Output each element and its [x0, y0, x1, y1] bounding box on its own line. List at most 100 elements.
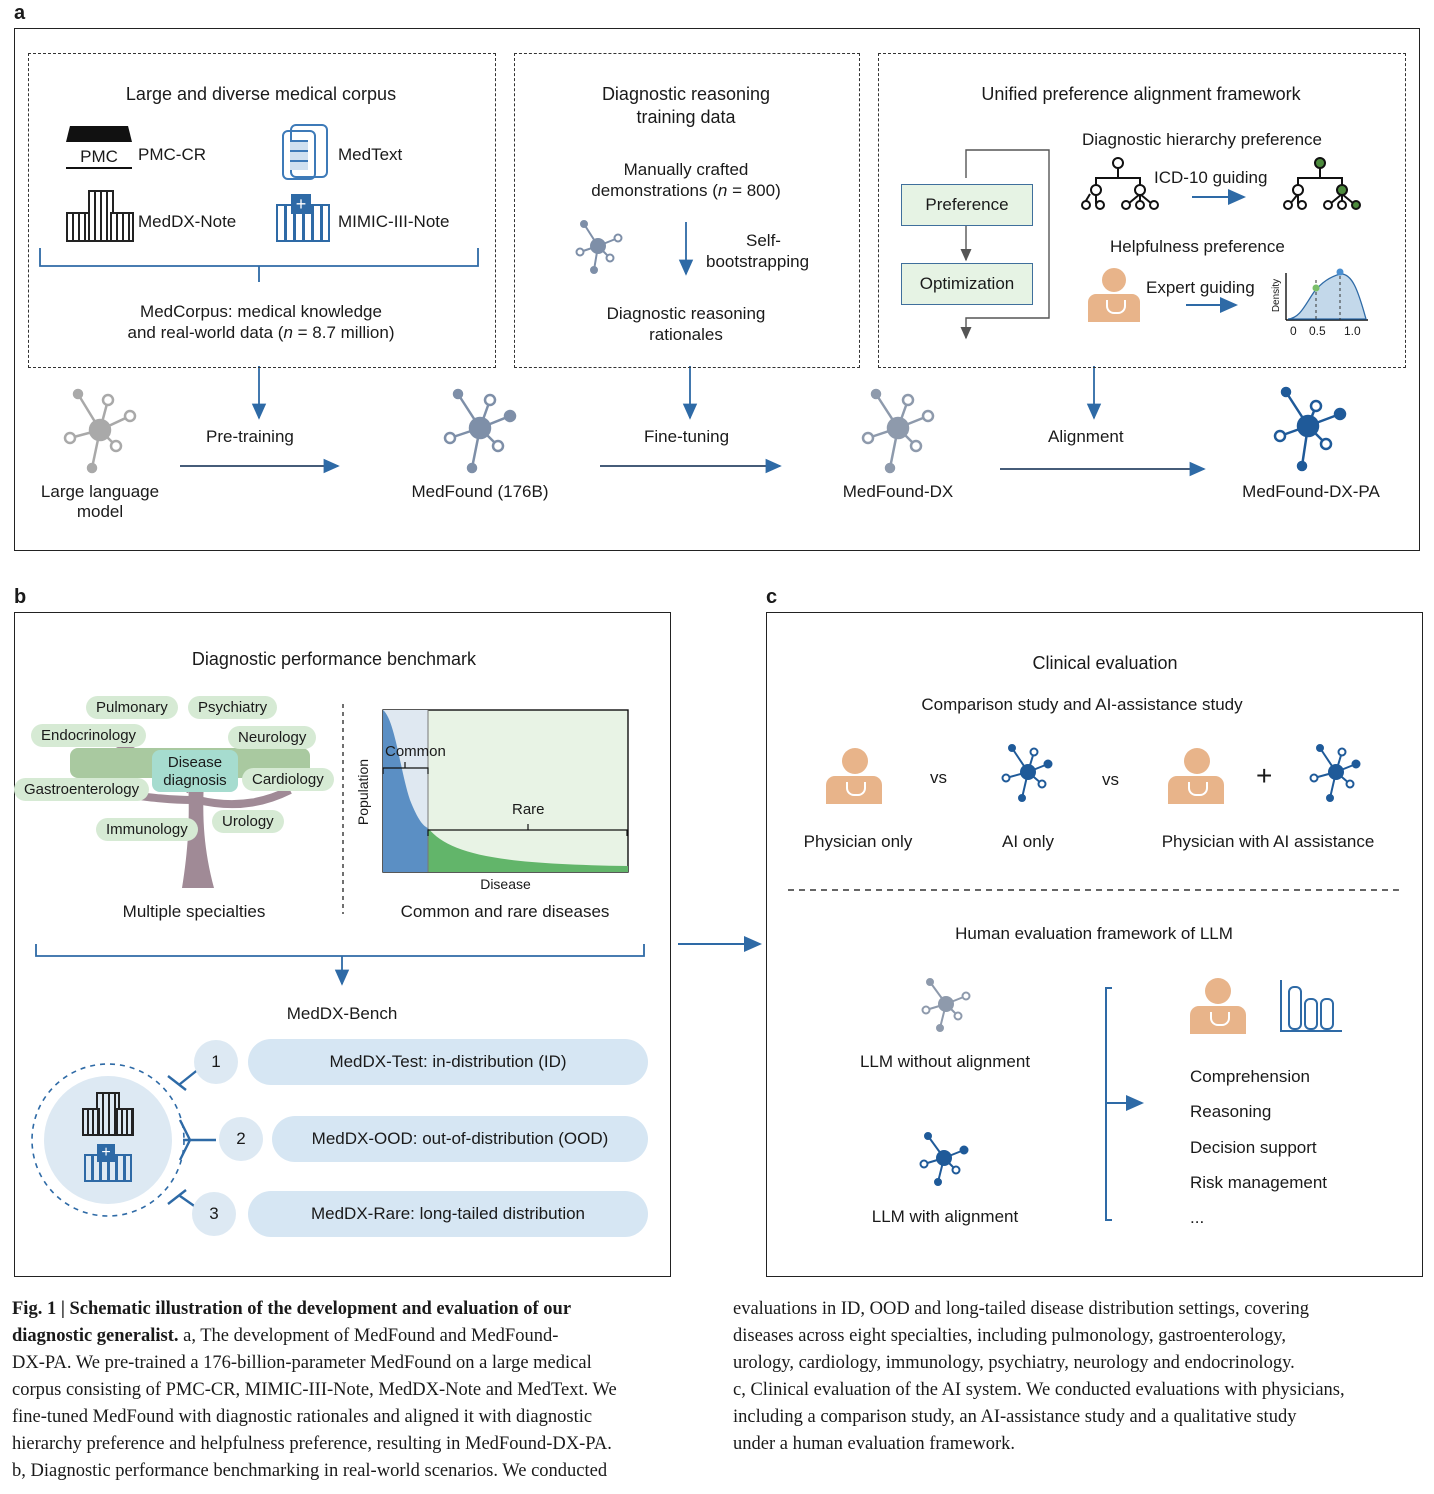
- llm-with-label: LLM with alignment: [871, 1207, 1019, 1226]
- preference-box: Preference: [901, 184, 1033, 226]
- clinical-subtitle: Comparison study and AI-assistance study: [921, 695, 1243, 714]
- tick-0: 0: [1290, 324, 1297, 338]
- corpus-summary-2: and real-world data (n = 8.7 million): [127, 323, 395, 342]
- clinical-title: Clinical evaluation: [1032, 653, 1178, 673]
- rationale-1: Diagnostic reasoning: [606, 304, 766, 323]
- criterion-comprehension: Comprehension: [1190, 1067, 1311, 1086]
- align-label: Alignment: [1048, 427, 1124, 446]
- specialty-endocrinology: Endocrinology: [31, 724, 147, 747]
- reasoning-title-2: training data: [636, 107, 736, 127]
- population-axis-label: Population: [355, 758, 372, 826]
- corpus-title: Large and diverse medical corpus: [125, 84, 397, 104]
- helpfulness-title: Helpfulness preference: [1110, 237, 1285, 256]
- corpus-box: [28, 53, 496, 368]
- llm-label-2: model: [76, 502, 124, 521]
- physician-only-label: Physician only: [803, 832, 913, 851]
- plus-sign: +: [1256, 760, 1273, 791]
- corpus-summary-1: MedCorpus: medical knowledge: [140, 302, 382, 321]
- criterion-more: ...: [1190, 1208, 1205, 1227]
- tick-1: 1.0: [1344, 324, 1361, 338]
- panel-label-a: a: [14, 2, 26, 24]
- bar-chart-icon: [1280, 980, 1344, 1034]
- specialty-pulmonary: Pulmonary: [86, 696, 178, 719]
- density-label: Density: [1271, 278, 1283, 313]
- specialty-cardiology: Cardiology: [242, 768, 334, 791]
- icd-label: ICD-10 guiding: [1154, 168, 1268, 187]
- self-bootstrap-1: Self-: [746, 231, 781, 250]
- specialty-neurology: Neurology: [228, 726, 317, 749]
- medtext-label: MedText: [338, 145, 403, 164]
- buildings-icon: [66, 190, 134, 242]
- vs-2: vs: [1102, 770, 1119, 789]
- vs-1: vs: [930, 768, 947, 787]
- disease-axis-label: Disease: [480, 876, 531, 892]
- human-eval-title: Human evaluation framework of LLM: [955, 924, 1233, 943]
- meddx-note-label: MedDX-Note: [138, 212, 237, 231]
- tree-caption: Multiple specialties: [122, 902, 266, 921]
- reasoning-box: [514, 53, 860, 368]
- bench-number-3: 3: [192, 1192, 236, 1236]
- specialty-gastroenterology: Gastroenterology: [14, 778, 150, 801]
- bench-number-1: 1: [194, 1040, 238, 1084]
- expert-label: Expert guiding: [1146, 278, 1255, 297]
- network-small-icon: [574, 220, 626, 276]
- evaluator-icon: [1190, 978, 1246, 1034]
- alignment-box: [878, 53, 1406, 368]
- panel-label-b: b: [14, 586, 27, 608]
- medfound-dx-pa-network-icon: [1268, 386, 1348, 476]
- manual-text-2: demonstrations (n = 800): [591, 181, 781, 200]
- assist-label: Physician with AI assistance: [1161, 832, 1375, 851]
- criterion-decision-support: Decision support: [1190, 1138, 1317, 1157]
- ai-network-icon: [1000, 744, 1056, 804]
- medfound-dx-label: MedFound-DX: [842, 482, 954, 501]
- criterion-reasoning: Reasoning: [1190, 1102, 1272, 1121]
- ai-only-label: AI only: [1002, 832, 1054, 851]
- doctor-icon: [1088, 268, 1140, 322]
- llm-label-1: Large language: [40, 482, 160, 501]
- common-label: Common: [385, 743, 446, 760]
- rationale-2: rationales: [649, 325, 723, 344]
- finetune-label: Fine-tuning: [644, 427, 730, 446]
- benchmark-title: Diagnostic performance benchmark: [191, 649, 477, 669]
- buildings-icon: [82, 1092, 134, 1136]
- alignment-title: Unified preference alignment framework: [981, 84, 1301, 104]
- hierarchy-title: Diagnostic hierarchy preference: [1082, 130, 1323, 149]
- panel-b-frame: [14, 612, 671, 1277]
- llm-network-icon: [58, 388, 138, 478]
- panel-label-c: c: [766, 586, 778, 608]
- meddx-test-pill: MedDX-Test: in-distribution (ID): [248, 1039, 648, 1085]
- llm-without-label: LLM without alignment: [859, 1052, 1031, 1071]
- pmc-logo: PMC: [66, 126, 132, 180]
- meddx-bench-title: MedDX-Bench: [286, 1004, 398, 1023]
- specialty-immunology: Immunology: [96, 818, 198, 841]
- meddx-rare-pill: MedDX-Rare: long-tailed distribution: [248, 1191, 648, 1237]
- physician-icon: [1168, 748, 1224, 804]
- manual-text-1: Manually crafted: [623, 160, 749, 179]
- chart-caption: Common and rare diseases: [400, 902, 610, 921]
- pretrain-label: Pre-training: [206, 427, 294, 446]
- ai-network-icon: [1308, 744, 1364, 804]
- self-bootstrap-2: bootstrapping: [706, 252, 810, 271]
- criterion-risk-management: Risk management: [1190, 1173, 1328, 1192]
- density-chart: [1285, 268, 1368, 321]
- pmc-cr-label: PMC-CR: [138, 145, 206, 164]
- medfound-dx-network-icon: [858, 388, 938, 478]
- meddx-ood-pill: MedDX-OOD: out-of-distribution (OOD): [272, 1116, 648, 1162]
- llm-with-icon: [918, 1132, 970, 1188]
- rare-label: Rare: [512, 801, 545, 818]
- specialty-urology: Urology: [212, 810, 284, 833]
- panel-c-frame: [766, 612, 1423, 1277]
- llm-without-icon: [920, 978, 972, 1034]
- reasoning-title-1: Diagnostic reasoning: [601, 84, 771, 104]
- tick-05: 0.5: [1309, 324, 1326, 338]
- figure-caption-left: Fig. 1 | Schematic illustration of the d…: [12, 1299, 617, 1481]
- medfound-label: MedFound (176B): [411, 482, 549, 501]
- specialty-psychiatry: Psychiatry: [188, 696, 278, 719]
- document-icon: [282, 124, 328, 180]
- mimic-label: MIMIC-III-Note: [338, 212, 450, 231]
- panel-a-frame: [14, 28, 1420, 551]
- figure-caption-right: evaluations in ID, OOD and long-tailed d…: [733, 1299, 1345, 1454]
- medfound-dx-pa-label: MedFound-DX-PA: [1242, 482, 1380, 501]
